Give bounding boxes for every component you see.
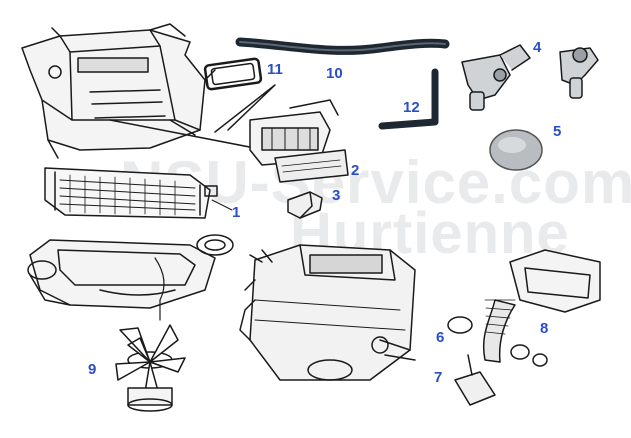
hose-part-10-highlight bbox=[239, 41, 446, 52]
callout-1: 1 bbox=[232, 204, 241, 221]
air-duct-part-8 bbox=[447, 249, 601, 406]
callout-10: 10 bbox=[326, 65, 343, 82]
callout-8: 8 bbox=[540, 320, 549, 337]
lower-housing-tray bbox=[27, 234, 234, 309]
air-vent-part-2 bbox=[249, 99, 349, 183]
callout-7: 7 bbox=[434, 369, 443, 386]
heater-core-part-1 bbox=[44, 167, 233, 219]
callout-11: 11 bbox=[267, 61, 283, 78]
blower-fan-part-9 bbox=[115, 257, 186, 412]
callout-5: 5 bbox=[553, 123, 562, 140]
callout-9: 9 bbox=[88, 361, 97, 378]
callout-2: 2 bbox=[351, 162, 360, 179]
control-knob-part-3 bbox=[287, 191, 323, 219]
gasket-part-11 bbox=[203, 57, 263, 91]
heater-box-assembly bbox=[239, 244, 416, 381]
callout-6: 6 bbox=[436, 329, 445, 346]
callout-4: 4 bbox=[533, 39, 542, 56]
callout-3: 3 bbox=[332, 187, 341, 204]
hose-part-12 bbox=[378, 68, 439, 130]
leader-11 bbox=[214, 84, 276, 133]
rubber-plug-part-5-shine bbox=[498, 137, 526, 153]
callout-12: 12 bbox=[403, 99, 420, 116]
heater-housing-assembly bbox=[21, 23, 266, 159]
water-valve-part-4 bbox=[461, 44, 599, 111]
